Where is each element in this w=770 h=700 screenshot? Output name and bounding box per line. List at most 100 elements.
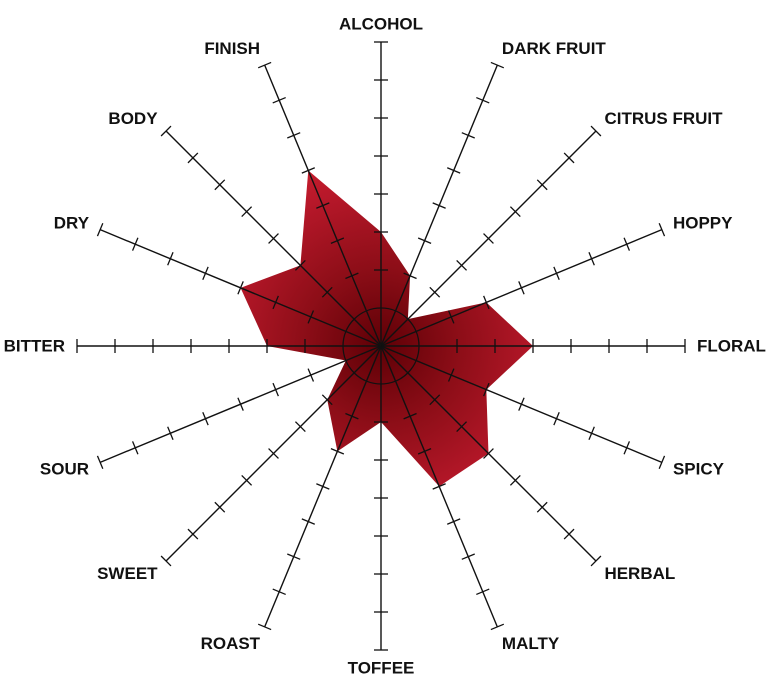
axis-tick xyxy=(321,286,333,298)
axis-tick xyxy=(417,237,432,244)
axis-tick xyxy=(483,448,494,459)
axis-tick xyxy=(417,448,432,455)
axis-tick xyxy=(96,222,104,237)
axis-tick xyxy=(272,295,279,310)
axis-tick xyxy=(202,411,209,426)
axis-tick xyxy=(268,233,279,244)
axis-tick xyxy=(518,281,525,295)
axis-tick xyxy=(294,421,306,433)
axis-tick xyxy=(403,412,417,420)
axis-tick xyxy=(96,455,104,470)
axis-tick xyxy=(563,528,575,540)
axis-tick xyxy=(429,394,441,406)
axis-tick xyxy=(167,252,174,266)
axis-label-citrus-fruit: CITRUS FRUIT xyxy=(604,109,723,128)
axis-tick xyxy=(272,382,279,397)
axis-tick xyxy=(490,61,505,69)
axis-tick xyxy=(241,474,253,486)
axis-tick xyxy=(214,501,226,513)
axis-tick xyxy=(257,61,272,69)
axis-label-finish: FINISH xyxy=(204,39,260,58)
axis-tick xyxy=(536,501,548,513)
axis-tick xyxy=(187,528,199,540)
axis-tick xyxy=(330,448,345,455)
axis-tick xyxy=(483,382,490,397)
axis-tick xyxy=(321,394,333,406)
axis-label-body: BODY xyxy=(108,109,158,128)
axis-tick xyxy=(241,206,253,218)
axis-tick xyxy=(553,266,560,281)
axis-tick xyxy=(447,368,455,382)
axis-tick xyxy=(588,252,595,266)
data-polygon xyxy=(240,170,533,487)
axis-tick xyxy=(658,222,666,237)
axis-label-hoppy: HOPPY xyxy=(673,213,733,232)
axis-tick xyxy=(590,125,602,137)
axis-tick xyxy=(272,96,286,104)
axis-label-alcohol: ALCOHOL xyxy=(339,15,423,34)
axes-layer xyxy=(76,41,686,651)
axis-tick xyxy=(301,167,316,174)
axis-tick xyxy=(167,426,174,440)
axis-tick xyxy=(518,397,525,411)
axis-tick xyxy=(345,272,359,280)
axis-label-toffee: TOFFEE xyxy=(348,659,415,678)
axis-tick xyxy=(590,555,602,567)
axis-tick xyxy=(476,588,490,596)
axis-tick xyxy=(447,310,455,324)
axis-tick xyxy=(268,448,279,459)
axis-tick xyxy=(131,441,139,455)
axis-tick xyxy=(658,455,666,470)
axis-tick xyxy=(272,588,286,596)
axis-tick xyxy=(160,555,172,567)
axis-tick xyxy=(509,474,521,486)
axis-label-floral: FLORAL xyxy=(697,337,766,356)
axis-tick xyxy=(345,412,359,420)
axis-tick xyxy=(536,179,548,191)
axis-label-herbal: HERBAL xyxy=(604,564,675,583)
axis-tick xyxy=(301,518,316,525)
axis-tick xyxy=(214,179,226,191)
axis-tick xyxy=(509,206,521,218)
axis-tick xyxy=(446,518,461,525)
axis-label-spicy: SPICY xyxy=(673,460,725,479)
axis-tick xyxy=(432,202,446,209)
axis-tick xyxy=(287,132,301,139)
axis-label-dry: DRY xyxy=(54,213,90,232)
labels-layer: ALCOHOL DARK FRUIT CITRUS FRUIT HOPPY FLORAL… xyxy=(4,15,766,678)
axis-tick xyxy=(483,233,494,244)
axis-tick xyxy=(456,259,468,271)
axis-tick xyxy=(307,310,315,324)
axis-tick xyxy=(287,553,301,560)
axis-tick xyxy=(131,237,139,251)
axis-label-dark-fruit: DARK FRUIT xyxy=(502,39,606,58)
axis-tick xyxy=(160,125,172,137)
axis-label-roast: ROAST xyxy=(201,634,261,653)
axis-tick xyxy=(330,237,345,244)
axis-tick xyxy=(623,237,631,251)
axis-label-sour: SOUR xyxy=(40,460,89,479)
axis-tick xyxy=(461,553,475,560)
axis-tick xyxy=(237,281,244,295)
axis-label-bitter: BITTER xyxy=(4,337,65,356)
axis-tick xyxy=(553,411,560,426)
axis-tick xyxy=(476,96,490,104)
axis-tick xyxy=(588,426,595,440)
axis-tick xyxy=(307,368,315,382)
axis-tick xyxy=(403,272,417,280)
axis-tick xyxy=(237,397,244,411)
axis-tick xyxy=(446,167,461,174)
axis-tick xyxy=(294,259,306,271)
axis-tick xyxy=(461,132,475,139)
axis-tick xyxy=(456,421,468,433)
data-polygon-layer xyxy=(240,170,533,487)
axis-tick xyxy=(483,295,490,310)
axis-tick xyxy=(563,152,575,164)
axis-tick xyxy=(429,286,441,298)
axis-tick xyxy=(432,483,446,490)
axis-tick xyxy=(257,623,272,631)
axis-tick xyxy=(623,441,631,455)
axis-tick xyxy=(316,202,330,209)
axis-tick xyxy=(316,483,330,490)
